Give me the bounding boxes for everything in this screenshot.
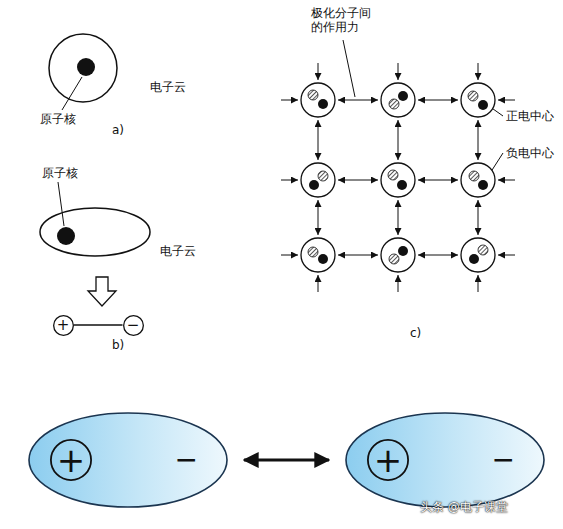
force-arrow xyxy=(498,180,515,181)
force-arrow xyxy=(398,275,399,292)
force-arrow xyxy=(281,180,298,181)
positive-center xyxy=(469,171,479,181)
negative-center xyxy=(398,246,408,256)
force-arrow xyxy=(398,63,399,80)
negative-center xyxy=(397,180,407,190)
molecule-grid xyxy=(281,63,515,292)
force-arrow xyxy=(318,120,319,160)
charge-sign: + xyxy=(57,318,70,333)
force-arrow xyxy=(418,180,458,181)
charge-sign: + xyxy=(57,443,86,477)
negative-center xyxy=(309,180,319,190)
charge-sign: − xyxy=(492,446,515,474)
polar-molecule xyxy=(301,83,335,117)
figure-label: a) xyxy=(112,123,124,137)
negative-center xyxy=(398,91,408,101)
hollow-arrow xyxy=(88,277,116,306)
force-arrow xyxy=(498,100,515,101)
leader-line xyxy=(58,182,64,226)
part-label: 电子云 xyxy=(150,80,186,94)
force-arrow xyxy=(398,200,399,235)
force-arrow xyxy=(318,63,319,80)
watermark: 头条 @电子课堂 xyxy=(420,500,508,514)
positive-center xyxy=(389,99,399,109)
negative-center xyxy=(469,254,479,264)
polar-molecule xyxy=(301,163,335,197)
force-arrow xyxy=(478,120,479,160)
charge-sign: − xyxy=(127,318,140,333)
positive-center xyxy=(318,171,328,181)
polar-molecule xyxy=(381,163,415,197)
polar-molecule-ellipse: −+ xyxy=(345,412,545,508)
polar-molecule xyxy=(381,83,415,117)
force-arrow xyxy=(338,180,378,181)
negative-center xyxy=(478,100,488,110)
figure-label: b) xyxy=(112,338,124,352)
force-arrow xyxy=(398,120,399,160)
polar-molecule xyxy=(301,238,335,272)
nucleus xyxy=(57,227,75,245)
force-arrow xyxy=(318,200,319,235)
positive-center xyxy=(308,90,318,100)
part-label: 负电中心 xyxy=(506,146,554,160)
charge-sign: − xyxy=(175,446,198,474)
force-arrow xyxy=(318,275,319,292)
positive-charge-circle: + xyxy=(50,439,92,481)
charge-sign: + xyxy=(374,443,403,477)
force-arrow xyxy=(338,100,378,101)
leader-line xyxy=(343,40,355,97)
force-arrow xyxy=(338,255,378,256)
polar-molecule xyxy=(461,163,495,197)
force-arrow xyxy=(478,63,479,80)
force-arrow xyxy=(498,255,515,256)
negative-center xyxy=(318,254,328,264)
part-label: 正电中心 xyxy=(506,109,554,123)
dipole-bond xyxy=(74,324,123,325)
part-label: 原子核 xyxy=(40,112,76,126)
leader-line xyxy=(62,77,82,110)
polar-molecule xyxy=(461,83,495,117)
electron-cloud xyxy=(49,34,117,102)
force-arrow xyxy=(418,255,458,256)
negative-center xyxy=(318,99,328,109)
force-arrow xyxy=(281,100,298,101)
electron-cloud xyxy=(40,208,150,256)
polar-molecule xyxy=(381,238,415,272)
positive-center xyxy=(478,245,488,255)
positive-center xyxy=(468,91,478,101)
positive-center xyxy=(389,254,399,264)
positive-center xyxy=(308,247,318,257)
part-label: 电子云 xyxy=(160,244,196,258)
positive-charge-circle: + xyxy=(367,439,409,481)
force-arrow xyxy=(478,275,479,292)
charge-circle: + xyxy=(53,315,74,336)
polar-molecule-ellipse: −+ xyxy=(28,412,228,508)
figure-label: c) xyxy=(410,326,421,340)
positive-center xyxy=(388,170,398,180)
negative-center xyxy=(478,180,488,190)
force-arrow xyxy=(418,100,458,101)
force-arrow xyxy=(281,255,298,256)
nucleus xyxy=(77,58,95,76)
part-label: 极化分子间 的作用力 xyxy=(311,6,377,35)
charge-circle: − xyxy=(123,315,144,336)
interaction-arrow xyxy=(244,459,329,462)
part-label: 原子核 xyxy=(42,166,78,180)
polar-molecule xyxy=(461,238,495,272)
force-arrow xyxy=(478,200,479,235)
